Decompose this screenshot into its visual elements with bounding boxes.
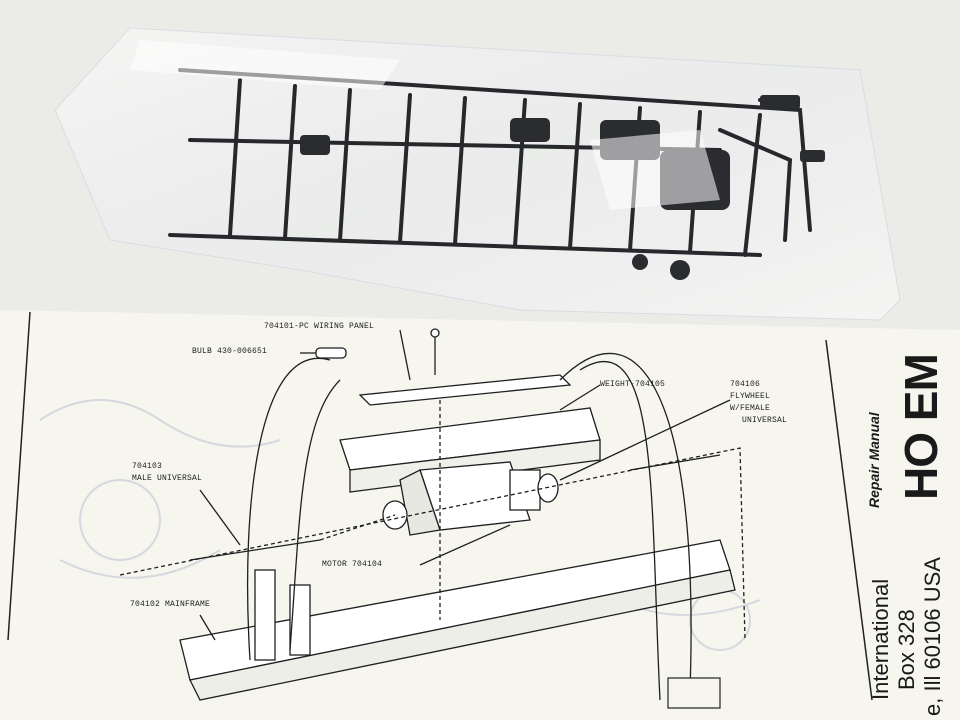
company-name: International [868, 578, 893, 700]
callout-motor: MOTOR 704104 [322, 560, 383, 569]
callout-male-universal-number: 704103 [132, 462, 163, 471]
callout-bulb: BULB 430-006651 [192, 347, 268, 356]
callout-flywheel-line1: FLYWHEEL [730, 392, 771, 401]
callout-flywheel-line2: W/FEMALE [730, 404, 771, 413]
exploded-diagram [119, 328, 746, 701]
sprue-parts [168, 68, 812, 257]
brand-logo-text: HO EM [895, 354, 947, 500]
repair-manual-title: Repair Manual [866, 412, 882, 508]
callout-flywheel-number: 704106 [730, 380, 761, 389]
callout-mainframe: 704102 MAINFRAME [130, 600, 211, 609]
callout-flywheel-line3: UNIVERSAL [742, 416, 788, 425]
company-box: Box 328 [894, 609, 919, 690]
callout-male-universal: MALE UNIVERSAL [132, 474, 203, 483]
callout-weight: WEIGHT-704105 [600, 380, 666, 389]
callout-wiring-panel: 704101-PC WIRING PANEL [264, 322, 375, 331]
company-city: e, Ill 60106 USA [920, 557, 945, 716]
